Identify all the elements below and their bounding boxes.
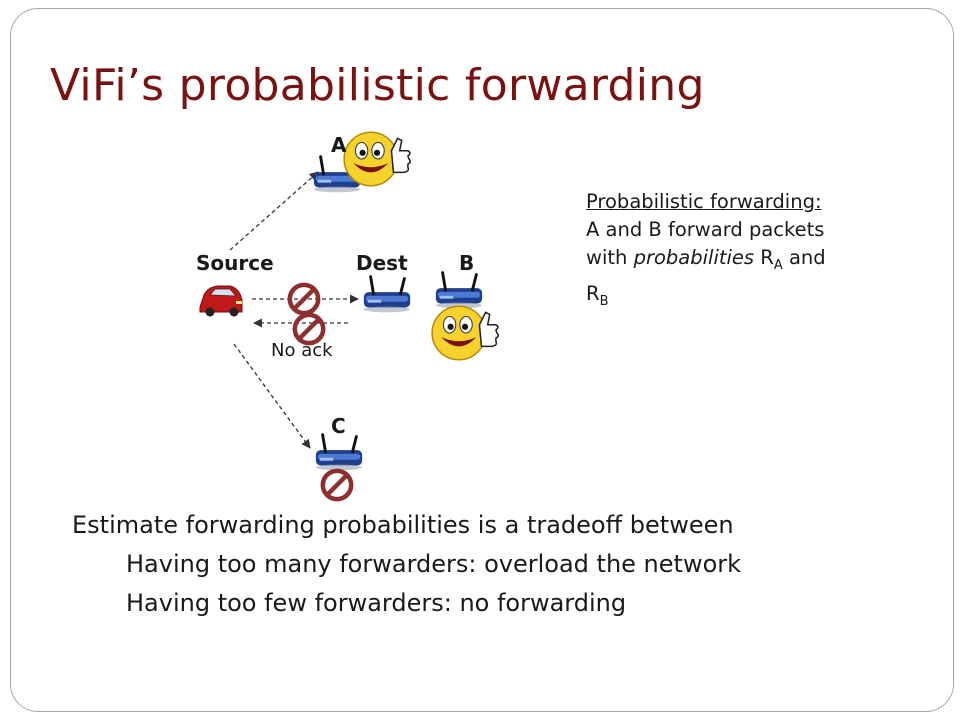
- forwarding-note: Probabilistic forwarding: A and B forwar…: [586, 188, 896, 316]
- car-icon: [199, 285, 243, 317]
- node-label-a: A: [331, 133, 347, 157]
- arrow-source-to-a: [229, 171, 319, 251]
- bullet-list: Estimate forwarding probabilities is a t…: [72, 506, 741, 623]
- slide-title: ViFi’s probabilistic forwarding: [50, 60, 705, 111]
- arrow-source-to-c: [233, 343, 311, 449]
- note-sub-b: B: [599, 293, 609, 309]
- note-header: Probabilistic forwarding:: [586, 190, 822, 213]
- smiley-thumbs-up-icon: [343, 131, 412, 187]
- note-line2-pre: with: [586, 246, 634, 269]
- slide-frame: [10, 8, 954, 712]
- smiley-thumbs-up-icon: [431, 305, 500, 361]
- node-label-dest: Dest: [356, 251, 408, 275]
- bullet-main: Estimate forwarding probabilities is a t…: [72, 511, 734, 539]
- note-and: and: [782, 246, 826, 269]
- note-sub-a: A: [773, 257, 783, 273]
- bullet-sub-2: Having too few forwarders: no forwarding: [126, 589, 627, 617]
- note-r-a: R: [754, 246, 774, 269]
- router-c-icon: [314, 433, 364, 472]
- note-r-b: R: [586, 281, 600, 305]
- prohibited-icon: [323, 471, 351, 499]
- router-b-icon: [434, 271, 484, 310]
- note-probabilities: probabilities: [633, 246, 755, 269]
- no-ack-label: No ack: [271, 340, 333, 361]
- prohibited-icon: [295, 315, 323, 343]
- node-label-source: Source: [196, 251, 274, 275]
- bullet-sub-1: Having too many forwarders: overload the…: [126, 550, 742, 578]
- node-label-c: C: [331, 414, 346, 438]
- node-label-b: B: [459, 251, 475, 275]
- router-dest-icon: [362, 275, 412, 314]
- note-line1: A and B forward packets: [586, 218, 825, 241]
